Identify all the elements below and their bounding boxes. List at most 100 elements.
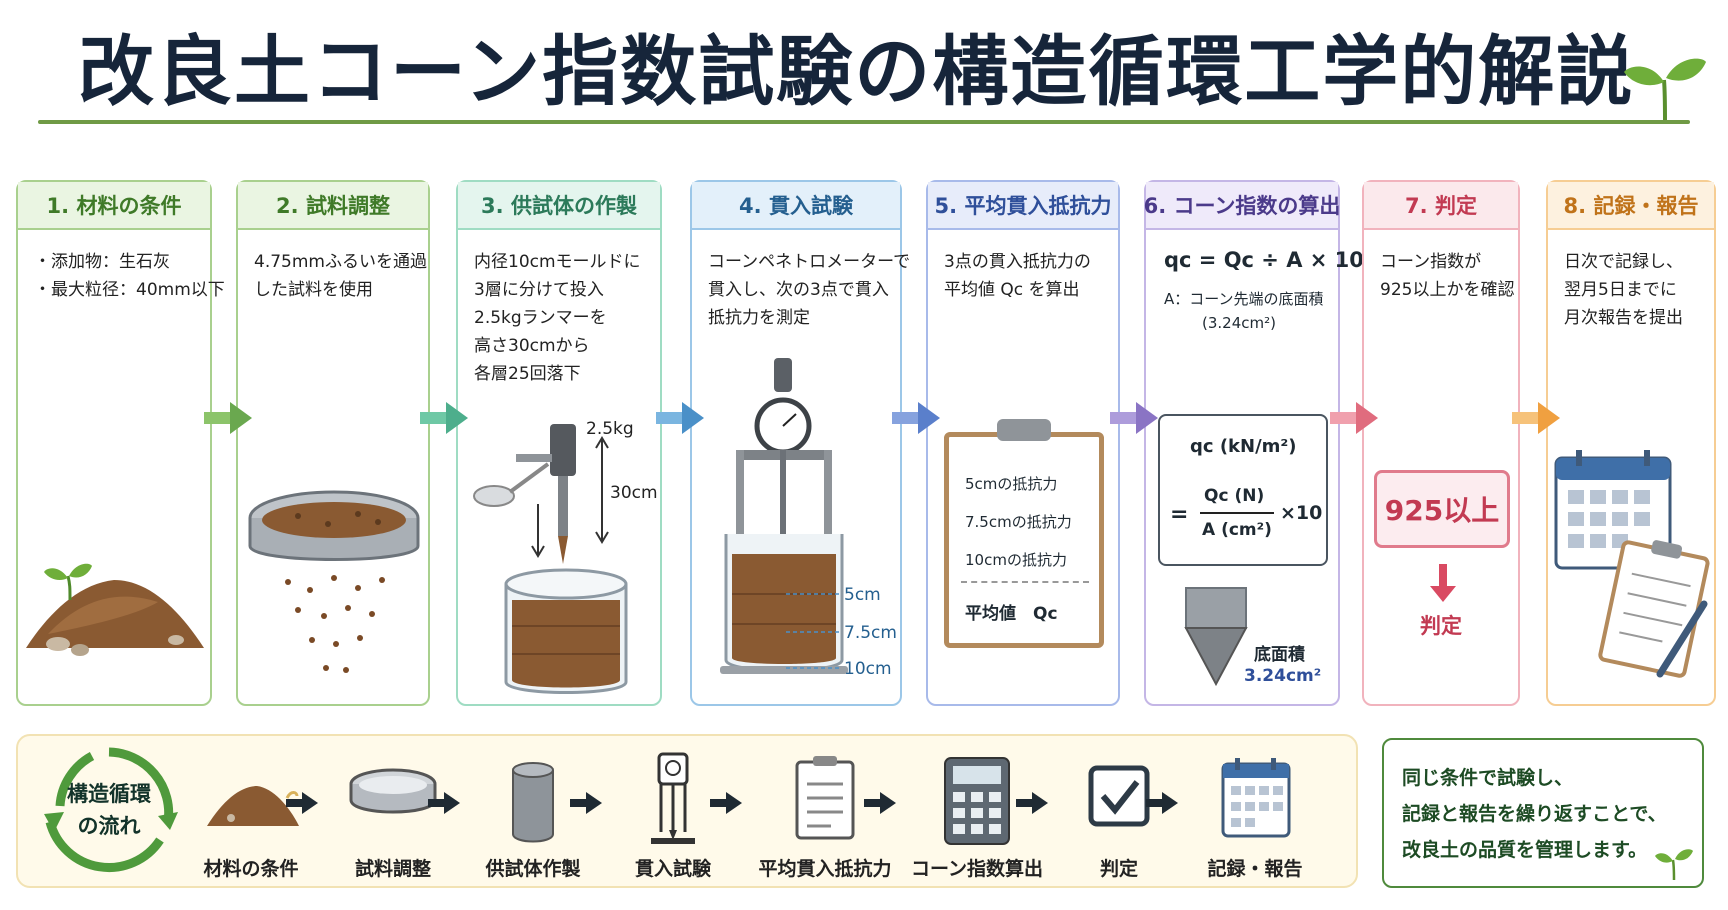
arrow-right-icon — [656, 402, 704, 434]
sprout-icon — [1655, 849, 1693, 881]
sprout-icon — [1624, 58, 1706, 123]
step-line: 日次で記録し、 — [1564, 252, 1683, 272]
arrow-right-icon — [864, 792, 896, 814]
flow-item-label: コーン指数算出 — [910, 858, 1044, 880]
step-header: 3. 供試体の作製 — [458, 182, 660, 230]
arrow-right-icon — [420, 402, 468, 434]
step-card-record: 8. 記録・報告 日次で記録し、 翌月5日までに 月次報告を提出 — [1546, 180, 1716, 706]
cycle-flow-band: 構造循環 の流れ 材料の条件 試料調整 供試体作製 貫入試験 平均貫入抵抗力 コ… — [16, 734, 1358, 888]
summary-note: 同じ条件で試験し、 記録と報告を繰り返すことで、 改良土の品質を管理します。 — [1382, 738, 1704, 888]
soil-pile-icon — [207, 786, 299, 826]
penetrometer-icon — [651, 752, 695, 844]
depth-label: 5cm — [844, 585, 881, 605]
cone-area-label: 底面積 — [1254, 645, 1305, 665]
flow-item-label: 供試体作製 — [485, 858, 581, 880]
formula-box: qc (kN/m²) = Qc (N) A (cm²) ×10 — [1158, 414, 1328, 566]
step-card-material: 1. 材料の条件 ・添加物：生石灰 ・最大粒径：40mm以下 — [16, 180, 225, 706]
formula-numerator: Qc (N) — [1204, 486, 1265, 506]
step-line: ・添加物：生石灰 — [34, 252, 170, 272]
title-divider — [38, 120, 1690, 124]
flow-item-judgement: 判定 — [1054, 748, 1184, 884]
calendar-icon — [1221, 758, 1291, 838]
step-header: 7. 判定 — [1364, 182, 1518, 230]
step-card-specimen: 3. 供試体の作製 内径10cmモールドに 3層に分けて投入 2.5kgランマー… — [456, 180, 662, 706]
flow-item-material: 材料の条件 — [186, 748, 316, 884]
clipboard-row: 10cmの抵抗力 — [965, 551, 1067, 569]
step-header: 6. コーン指数の算出 — [1144, 182, 1340, 230]
clipboard-row: 5cmの抵抗力 — [965, 475, 1058, 493]
flow-item-label: 材料の条件 — [203, 858, 299, 880]
step-description: 3点の貫入抵抗力の 平均値 Qc を算出 — [928, 230, 1118, 304]
flow-item-specimen: 供試体作製 — [468, 748, 598, 884]
clipboard-divider — [961, 581, 1089, 583]
step-line: コーンペネトロメーターで — [708, 252, 911, 272]
page-title: 改良土コーン指数試験の構造循環工学的解説 — [78, 27, 1635, 116]
clipboard-clip-icon — [997, 419, 1051, 441]
step-header: 1. 材料の条件 — [18, 182, 210, 230]
step-description: 4.75mmふるいを通過 した試料を使用 — [238, 230, 428, 304]
flow-item-label: 貫入試験 — [634, 858, 711, 880]
step-header: 4. 貫入試験 — [692, 182, 900, 230]
arrow-right-icon — [204, 402, 252, 434]
step-line: 平均値 Qc を算出 — [944, 280, 1080, 300]
step-card-judgement: 7. 判定 コーン指数が 925以上かを確認 925以上 判定 — [1362, 180, 1520, 706]
formula-denominator: A (cm²) — [1202, 520, 1272, 540]
clipboard-row: 7.5cmの抵抗力 — [965, 513, 1072, 531]
flow-item-label: 判定 — [1099, 858, 1138, 880]
arrow-right-icon — [428, 792, 460, 814]
cycle-arrows-icon — [44, 747, 178, 872]
step-line: コーン指数が — [1380, 252, 1482, 272]
step-description: 内径10cmモールドに 3層に分けて投入 2.5kgランマーを 高さ30cmから… — [458, 230, 660, 388]
flow-item-cone-index: コーン指数算出 — [911, 748, 1043, 884]
arrow-right-icon — [1146, 792, 1178, 814]
sieve-icon — [349, 768, 437, 814]
step-description: コーンペネトロメーターで 貫入し、次の3点で貫入 抵抗力を測定 — [692, 230, 911, 332]
flow-item-penetration: 貫入試験 — [608, 748, 738, 884]
cone-penetrometer-illustration: 5cm 7.5cm 10cm — [720, 358, 897, 679]
arrow-right-icon — [1110, 402, 1158, 434]
step-card-cone-index: 6. コーン指数の算出 qc = Qc ÷ A × 10 A：コーン先端の底面積… — [1144, 180, 1364, 706]
arrow-right-icon — [1330, 402, 1378, 434]
drop-height-label: 30cm — [610, 483, 658, 503]
sieve-illustration — [248, 490, 420, 673]
flow-item-label: 記録・報告 — [1207, 858, 1303, 880]
area-note: A：コーン先端の底面積 — [1164, 290, 1324, 308]
step-line: 925以上かを確認 — [1380, 280, 1515, 300]
formula-fraction-bar — [1200, 512, 1274, 514]
arrow-right-icon — [1512, 402, 1560, 434]
average-label: 平均値 Qc — [965, 604, 1058, 624]
arrow-right-icon — [286, 792, 318, 814]
formula: qc = Qc ÷ A × 10 — [1164, 248, 1364, 272]
step-description: コーン指数が 925以上かを確認 — [1364, 230, 1518, 304]
flow-item-average: 平均貫入抵抗力 — [758, 748, 892, 884]
flow-item-label: 平均貫入抵抗力 — [758, 858, 892, 880]
arrow-right-icon — [1016, 792, 1048, 814]
arrow-right-icon — [892, 402, 940, 434]
step-line: 抵抗力を測定 — [708, 308, 810, 328]
note-line: 記録と報告を繰り返すことで、 — [1402, 803, 1667, 825]
step-line: 3点の貫入抵抗力の — [944, 252, 1091, 272]
threshold-badge: 925以上 — [1374, 470, 1510, 548]
rammer-weight-label: 2.5kg — [586, 419, 634, 439]
checkbox-icon — [1088, 765, 1150, 827]
formula-eq: = — [1170, 502, 1189, 527]
note-line: 同じ条件で試験し、 — [1402, 767, 1574, 789]
arrow-down-icon — [1430, 564, 1456, 602]
step-line: した試料を使用 — [254, 280, 373, 300]
soil-pile-illustration — [26, 563, 204, 656]
cone-area-value: 3.24cm² — [1244, 666, 1322, 686]
cycle-label: 構造循環 の流れ — [46, 778, 172, 842]
mold-rammer-illustration: 2.5kg 30cm — [473, 419, 658, 694]
step-line: 高さ30cmから — [474, 336, 590, 356]
step-card-average: 5. 平均貫入抵抗力 3点の貫入抵抗力の 平均値 Qc を算出 5cmの抵抗力 … — [926, 180, 1120, 706]
step-line: 2.5kgランマーを — [474, 308, 607, 328]
step-header: 2. 試料調整 — [238, 182, 428, 230]
step-line: 内径10cmモールドに — [474, 252, 641, 272]
verdict-label: 判定 — [1420, 614, 1462, 638]
step-description: ・添加物：生石灰 ・最大粒径：40mm以下 — [18, 230, 225, 304]
clipboard-icon — [795, 756, 855, 840]
cone-tip-icon — [1184, 587, 1248, 687]
depth-label: 10cm — [844, 659, 892, 679]
step-description: 日次で記録し、 翌月5日までに 月次報告を提出 — [1548, 230, 1714, 332]
calculator-icon — [944, 757, 1010, 845]
